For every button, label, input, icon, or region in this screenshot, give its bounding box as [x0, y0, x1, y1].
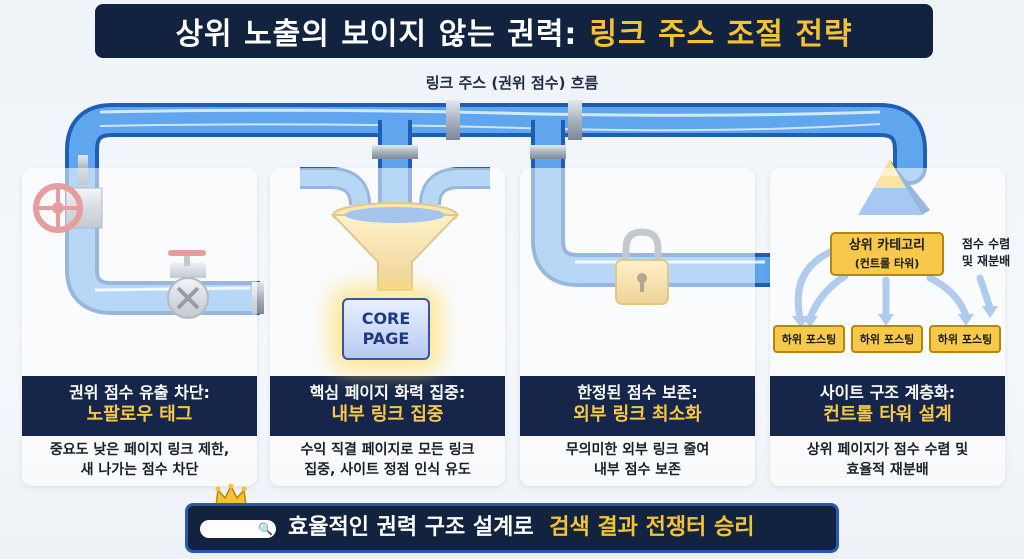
search-icon: 🔍 — [258, 522, 273, 536]
side-note-line: 점수 수렴 — [961, 237, 1011, 251]
card-desc-line: 수익 직결 페이지로 모든 링크 — [300, 442, 475, 458]
card-desc: 중요도 낮은 페이지 링크 제한, 새 나가는 점수 차단 — [30, 440, 249, 480]
card-desc: 무의미한 외부 링크 줄여 내부 점수 보존 — [528, 440, 747, 480]
card-head-sub: 노팔로우 태그 — [86, 404, 193, 425]
sub-post-box: 하위 포스팅 — [851, 325, 923, 353]
card-desc-line: 집중, 사이트 정점 인식 유도 — [304, 462, 471, 478]
card-internal-link: 핵심 페이지 화력 집중: 내부 링크 집중 수익 직결 페이지로 모든 링크 … — [270, 168, 505, 486]
card-head-sub: 외부 링크 최소화 — [573, 404, 702, 425]
card-head: 한정된 점수 보존: 외부 링크 최소화 — [520, 376, 755, 436]
card-head-text: 한정된 점수 보존: — [577, 383, 698, 402]
card-desc-line: 상위 페이지가 점수 수렴 및 — [806, 442, 969, 458]
title-white: 상위 노출의 보이지 않는 권력: — [175, 17, 578, 52]
search-bar-graphic: 🔍 — [200, 520, 276, 538]
category-sub: (컨트롤 타워) — [854, 257, 920, 270]
category-box: 상위 카테고리 (컨트롤 타워) — [830, 232, 944, 276]
bottom-highlight: 검색 결과 전쟁터 승리 — [549, 515, 755, 540]
card-head-sub: 컨트롤 타워 설계 — [823, 404, 952, 425]
bottom-white: 효율적인 권력 구조 설계로 — [288, 515, 534, 540]
card-head-text: 사이트 구조 계층화: — [819, 383, 956, 402]
flow-label: 링크 주스 (권위 점수) 흐름 — [425, 74, 599, 92]
title-highlight: 링크 주스 조절 전략 — [589, 17, 853, 52]
category-label: 상위 카테고리 — [848, 238, 926, 253]
card-desc-line: 무의미한 외부 링크 줄여 — [565, 442, 710, 458]
redistribution-note: 점수 수렴 및 재분배 — [948, 236, 1024, 270]
card-desc-line: 효율적 재분배 — [846, 462, 929, 478]
core-page-line2: PAGE — [362, 329, 410, 348]
bottom-text: 효율적인 권력 구조 설계로 검색 결과 전쟁터 승리 — [288, 506, 754, 550]
card-head-sub: 내부 링크 집중 — [331, 404, 444, 425]
card-external-link: 한정된 점수 보존: 외부 링크 최소화 무의미한 외부 링크 줄여 내부 점수… — [520, 168, 755, 486]
card-desc-line: 내부 점수 보존 — [593, 462, 682, 478]
card-desc-line: 중요도 낮은 페이지 링크 제한, — [49, 442, 230, 458]
main-title: 상위 노출의 보이지 않는 권력: 링크 주스 조절 전략 — [95, 4, 933, 58]
card-head: 핵심 페이지 화력 집중: 내부 링크 집중 — [270, 376, 505, 436]
side-note-line: 및 재분배 — [961, 254, 1011, 268]
sub-post-box: 하위 포스팅 — [929, 325, 1001, 353]
card-head-text: 권위 점수 유출 차단: — [69, 383, 210, 402]
card-nofollow: 권위 점수 유출 차단: 노팔로우 태그 중요도 낮은 페이지 링크 제한, 새… — [22, 168, 257, 486]
card-desc-line: 새 나가는 점수 차단 — [80, 462, 199, 478]
card-head: 권위 점수 유출 차단: 노팔로우 태그 — [22, 376, 257, 436]
core-page-badge: CORE PAGE — [342, 298, 430, 360]
bottom-banner: 🔍 효율적인 권력 구조 설계로 검색 결과 전쟁터 승리 — [185, 503, 839, 553]
card-head: 사이트 구조 계층화: 컨트롤 타워 설계 — [770, 376, 1005, 436]
core-page-line1: CORE — [361, 309, 411, 328]
card-desc: 수익 직결 페이지로 모든 링크 집중, 사이트 정점 인식 유도 — [278, 440, 497, 480]
sub-post-box: 하위 포스팅 — [773, 325, 845, 353]
main-pipe — [65, 103, 927, 247]
card-desc: 상위 페이지가 점수 수렴 및 효율적 재분배 — [778, 440, 997, 480]
card-head-text: 핵심 페이지 화력 집중: — [309, 383, 466, 402]
